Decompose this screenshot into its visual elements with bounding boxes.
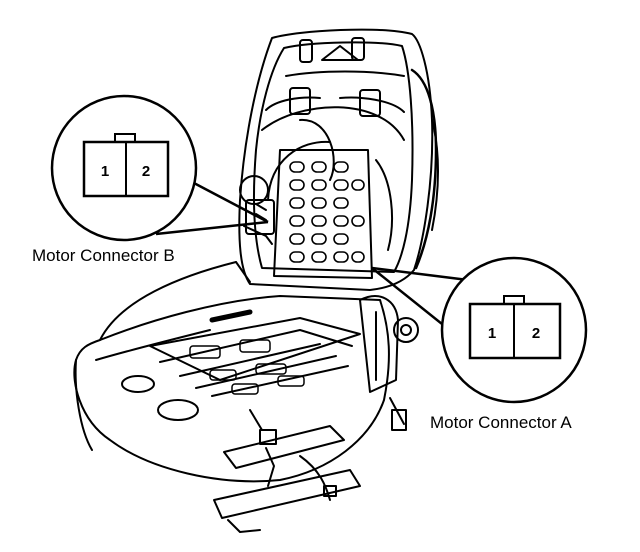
connector-a-label: Motor Connector A [430, 413, 572, 432]
callout-b: 1 2 [50, 94, 269, 242]
connector-b-pin-2: 2 [142, 163, 150, 180]
seat-cushion [73, 261, 390, 483]
connector-b-pin-1: 1 [101, 163, 109, 180]
seat-rails [213, 409, 361, 533]
connector-a-pin-1: 1 [488, 325, 496, 342]
recliner-mechanism [359, 295, 419, 431]
lumbar-grid [273, 149, 373, 279]
connector-b-label: Motor Connector B [32, 246, 175, 265]
seat-back-frame [238, 28, 439, 291]
connector-a-pin-2: 2 [532, 325, 540, 342]
callout-a: 1 2 [371, 256, 588, 404]
lumbar-motor [239, 175, 275, 245]
